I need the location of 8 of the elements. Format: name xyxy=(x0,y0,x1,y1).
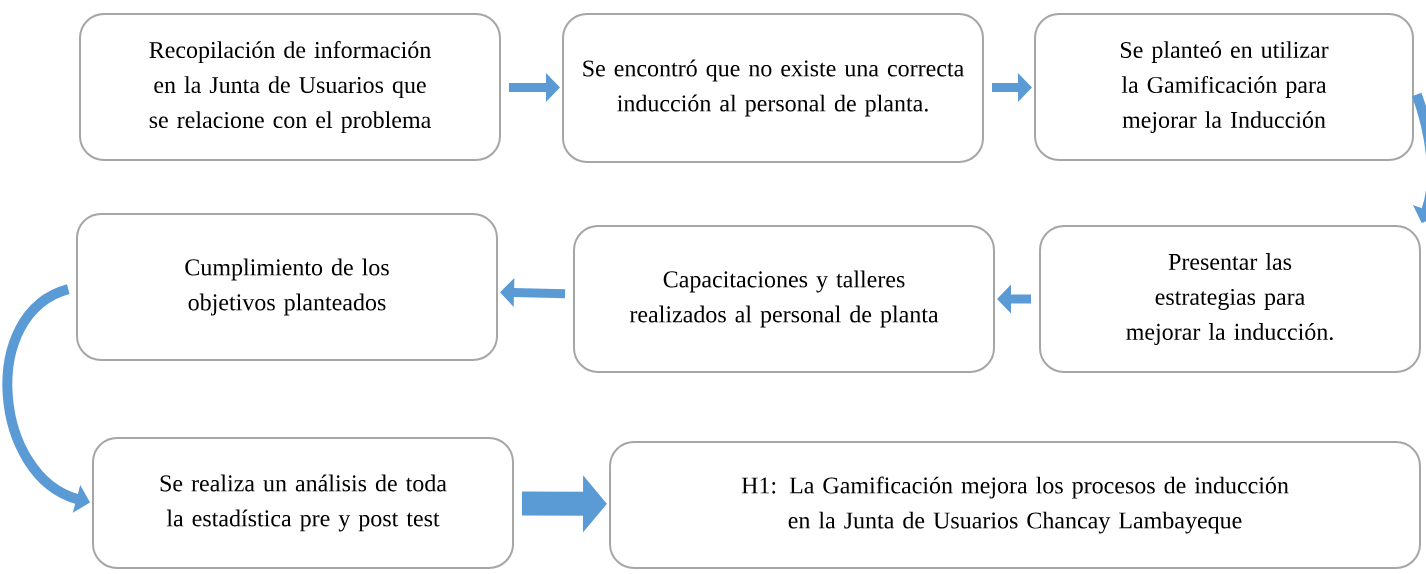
process-box: Se encontró que no existe una correcta inducción al personal de planta. xyxy=(562,13,984,163)
process-box: Se planteó en utilizar la Gamificación para mejorar la Inducción xyxy=(1034,13,1414,161)
process-box: Cumplimiento de los objetivos planteados xyxy=(76,213,498,361)
process-box: Presentar las estrategias para mejorar la inducción. xyxy=(1039,225,1421,373)
process-box: Recopilación de información en la Junta de Usuarios que se relacione con el problema xyxy=(79,13,501,161)
process-box: Capacitaciones y talleres realizados al personal de planta xyxy=(573,225,995,373)
process-box: H1: La Gamificación mejora los procesos de inducción en la Junta de Usuarios Chancay Lambayeque xyxy=(609,441,1421,569)
process-box: Se realiza un análisis de toda la estadística pre y post test xyxy=(92,437,514,569)
